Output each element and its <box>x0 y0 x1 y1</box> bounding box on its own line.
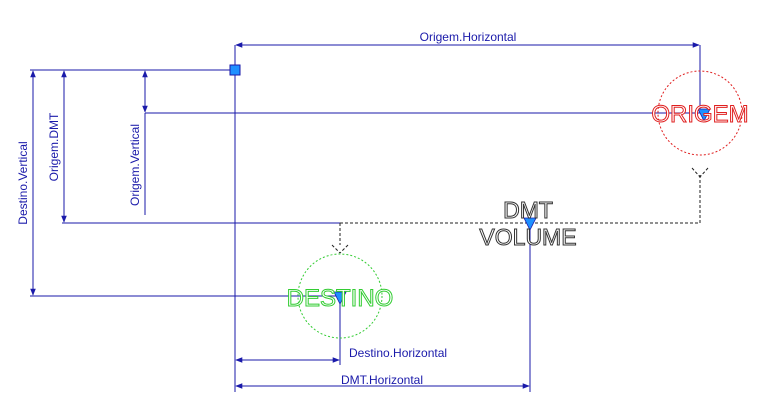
label-origem-vertical: Origem.Vertical <box>128 124 142 206</box>
anchor-point[interactable] <box>229 64 241 76</box>
dashed-lines <box>331 167 709 254</box>
label-dmt-horizontal: DMT.Horizontal <box>341 373 423 387</box>
destino-circle <box>297 253 383 339</box>
label-destino-vertical: Destino.Vertical <box>16 141 30 224</box>
dmt-marker-icon[interactable] <box>523 217 537 231</box>
label-dmt: DMT <box>503 197 553 223</box>
label-volume: VOLUME <box>479 224 576 250</box>
label-destino: DESTINO <box>287 285 394 312</box>
origem-marker-icon[interactable] <box>697 108 711 122</box>
label-origem: ORIGEM <box>651 101 748 128</box>
label-origem-horizontal: Origem.Horizontal <box>420 30 517 44</box>
label-origem-dmt: Origem.DMT <box>47 112 61 181</box>
destino-marker-icon[interactable] <box>333 291 347 305</box>
label-destino-horizontal: Destino.Horizontal <box>349 346 447 360</box>
reference-lines <box>30 45 701 392</box>
origem-circle <box>657 70 743 156</box>
dimension-lines <box>30 42 700 389</box>
